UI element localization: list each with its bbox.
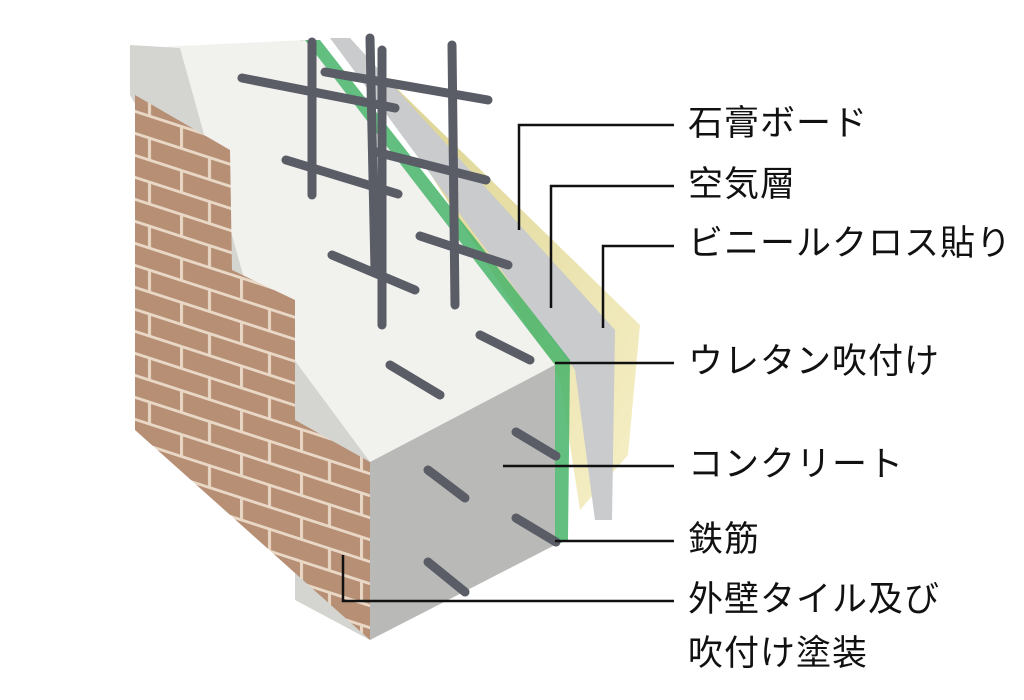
exterior-tile-face <box>135 95 370 640</box>
label-exterior-line2: 吹付け塗装 <box>688 634 869 674</box>
label-air-layer: 空気層 <box>688 165 797 205</box>
label-urethane-spray: ウレタン吹付け <box>688 342 941 382</box>
concrete-front-face <box>370 365 555 640</box>
leader-vinyl-cloth <box>601 244 674 328</box>
leader-exterior <box>341 555 674 603</box>
gypsum-board-layer <box>330 38 615 520</box>
rebar-group <box>237 33 561 597</box>
urethane-layer <box>300 40 570 545</box>
label-gypsum-board: 石膏ボード <box>688 104 869 144</box>
concrete-top-face <box>140 40 555 462</box>
label-vinyl-cloth: ビニールクロス貼り <box>688 224 1013 264</box>
label-rebar: 鉄筋 <box>688 520 761 560</box>
leader-air-layer <box>549 184 674 308</box>
leader-gypsum-board <box>517 123 674 230</box>
label-concrete: コンクリート <box>688 445 905 485</box>
label-exterior-line1: 外壁タイル及び <box>688 580 941 620</box>
